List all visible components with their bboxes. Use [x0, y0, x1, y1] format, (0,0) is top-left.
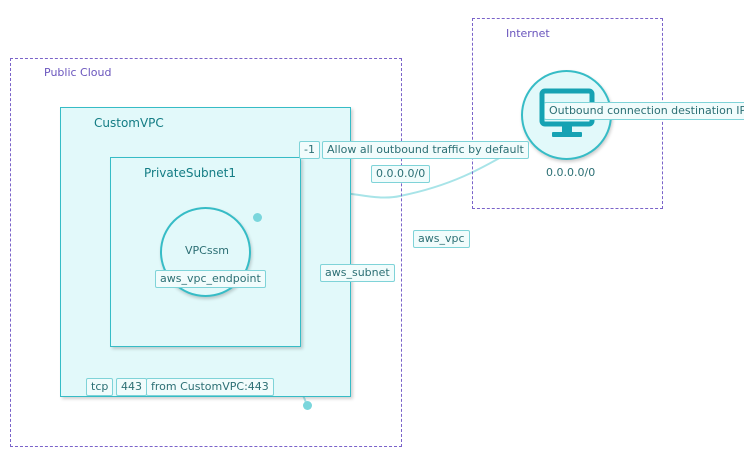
aws-subnet-tag: aws_subnet [320, 264, 395, 282]
vpcssm-type-tag: aws_vpc_endpoint [155, 270, 266, 288]
ingress-protocol-tag: tcp [86, 378, 114, 396]
public-cloud-group [10, 58, 402, 447]
ingress-source-tag: from CustomVPC:443 [146, 378, 274, 396]
aws-vpc-tag: aws_vpc [413, 230, 470, 248]
vpcssm-title: VPCssm [185, 244, 230, 257]
outbound-title-tag: Outbound connection destination IP [544, 102, 744, 120]
internet-label: Internet [506, 27, 550, 40]
egress-cidr-tag: 0.0.0.0/0 [371, 165, 431, 183]
vpcssm-egress-port[interactable] [253, 213, 262, 222]
egress-rule-number: -1 [299, 141, 320, 159]
private-subnet-label: PrivateSubnet1 [144, 166, 237, 180]
public-cloud-label: Public Cloud [44, 66, 112, 79]
private-subnet-box[interactable] [110, 157, 301, 347]
ingress-port-tag: 443 [116, 378, 147, 396]
egress-rule-description: Allow all outbound traffic by default [322, 141, 529, 159]
outbound-cidr: 0.0.0.0/0 [546, 166, 596, 179]
custom-vpc-label: CustomVPC [94, 116, 164, 130]
ingress-port-dot[interactable] [303, 401, 312, 410]
